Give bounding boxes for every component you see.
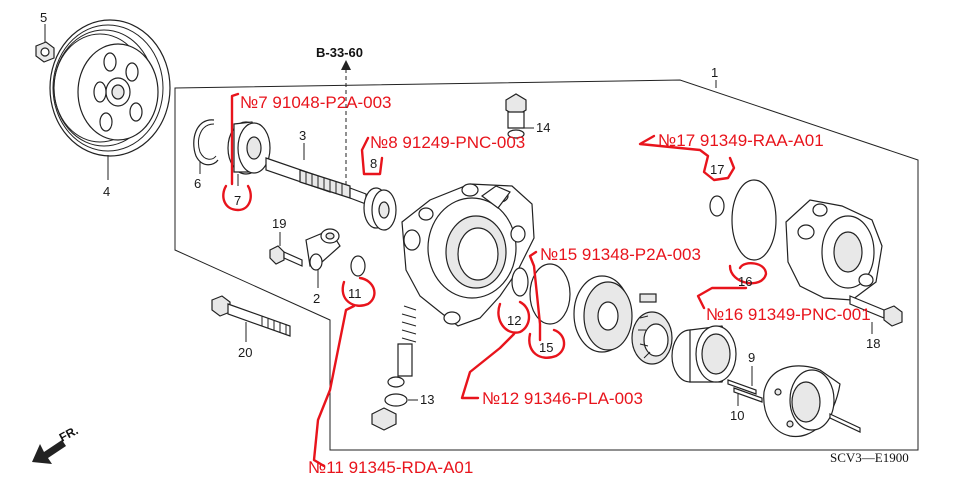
part-label-4: 4 <box>103 184 110 199</box>
annotation-leader-16 <box>696 286 748 310</box>
annotation-15: №15 91348-P2A-003 <box>540 245 701 264</box>
annotation-11: №11 91345-RDA-A01 <box>308 458 473 477</box>
o-ring-part-17 <box>709 195 725 217</box>
o-ring-part-16 <box>731 179 777 261</box>
annotation-circle-7 <box>222 184 252 212</box>
circled-part-15: 15 <box>539 340 553 355</box>
annotation-circle-16 <box>728 262 768 285</box>
bolt-part-18 <box>849 295 903 334</box>
o-ring-part-11 <box>350 255 366 277</box>
part-label-6: 6 <box>194 176 201 191</box>
part-label-18: 18 <box>866 336 880 351</box>
annotation-8: №8 91249-PNC-003 <box>370 133 525 152</box>
plug-part-14 <box>505 93 534 139</box>
part-label-19: 19 <box>272 216 286 231</box>
reference-label: B-33-60 <box>316 45 363 60</box>
annotation-leader-17 <box>638 134 736 182</box>
part-label-2: 2 <box>313 291 320 306</box>
pulley-part <box>49 19 171 180</box>
annotation-17: №17 91349-RAA-A01 <box>658 131 824 150</box>
circled-part-11: 11 <box>348 286 362 301</box>
bearing-part <box>227 121 271 186</box>
part-label-9: 9 <box>748 350 755 365</box>
bolt-part-20 <box>211 295 291 342</box>
assembly-frame <box>174 79 919 451</box>
annotation-leader-11 <box>312 304 356 468</box>
o-ring-part-15 <box>529 263 571 325</box>
annotation-16: №16 91349-PNC-001 <box>706 305 871 324</box>
pump-body <box>401 183 535 327</box>
rotor-part <box>631 311 673 365</box>
part-label-20: 20 <box>238 345 252 360</box>
part-label-13: 13 <box>420 392 434 407</box>
part-label-10: 10 <box>730 408 744 423</box>
bolt-part-19 <box>269 232 303 267</box>
circled-part-8: 8 <box>370 156 377 171</box>
annotation-leader-8 <box>360 136 384 176</box>
part-label-1: 1 <box>711 65 718 80</box>
cam-ring <box>671 325 737 383</box>
circled-part-12: 12 <box>507 313 521 328</box>
fitting-part <box>305 228 341 288</box>
circled-part-17: 17 <box>710 162 724 177</box>
part-label-14: 14 <box>536 120 550 135</box>
front-direction-arrow <box>32 440 66 464</box>
pressure-plate <box>573 275 657 353</box>
annotation-circle-15 <box>528 328 566 359</box>
rear-cover <box>785 199 883 301</box>
annotation-12: №12 91346-PLA-003 <box>482 389 643 408</box>
nut-part <box>35 24 55 63</box>
annotation-leader-15 <box>528 250 542 342</box>
snap-ring-part <box>193 119 219 174</box>
diagram-code: SCV3—E1900 <box>830 450 909 465</box>
circled-part-7: 7 <box>234 193 241 208</box>
annotation-leader-7 <box>230 92 240 186</box>
reference-arrow <box>341 60 351 195</box>
annotation-leader-12 <box>460 332 516 400</box>
o-ring-part-12 <box>511 267 529 297</box>
annotation-7: №7 91048-P2A-003 <box>240 93 392 112</box>
part-label-3: 3 <box>299 128 306 143</box>
annotation-circle-11 <box>341 276 376 307</box>
pin-parts <box>727 366 763 406</box>
valve-spring <box>387 305 417 388</box>
end-cover <box>763 365 861 438</box>
shaft-part <box>265 143 367 205</box>
bearing-part-8 <box>363 187 397 231</box>
annotation-circle-12 <box>497 300 531 334</box>
part-label-5: 5 <box>40 10 47 25</box>
washer-part-13 <box>371 393 418 431</box>
circled-part-16: 16 <box>738 274 752 289</box>
